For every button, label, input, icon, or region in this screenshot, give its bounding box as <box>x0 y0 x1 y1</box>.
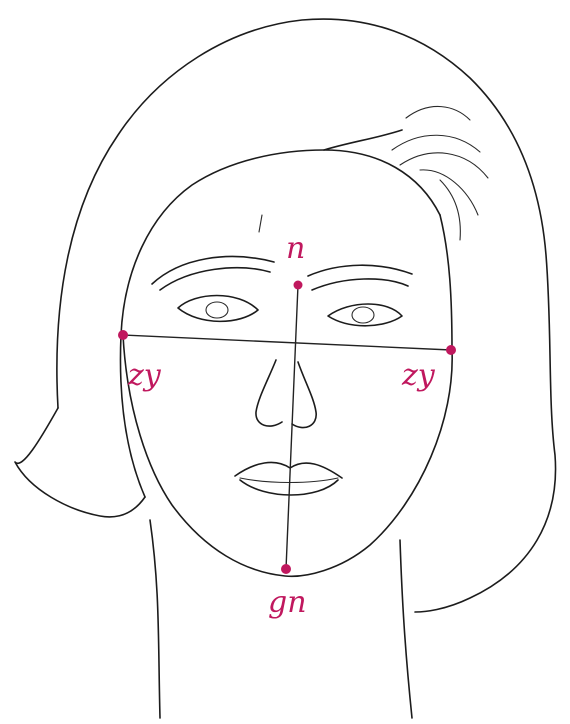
neck-left <box>150 520 160 718</box>
hair-strand-3 <box>406 106 470 120</box>
mouth <box>235 462 342 495</box>
landmark-labels: n zy zy gn <box>127 231 436 620</box>
hair-inner-left <box>120 150 440 497</box>
landmark-zy-right-label: zy <box>401 358 436 393</box>
landmark-zy-left-point <box>118 330 128 340</box>
hair-fringe <box>324 130 402 150</box>
landmark-zy-left-label: zy <box>127 358 162 393</box>
hair-strand-4 <box>420 170 478 215</box>
landmark-n-point <box>294 281 303 290</box>
hair <box>15 19 556 612</box>
eyebrows <box>152 257 412 290</box>
hair-outline <box>57 19 556 612</box>
left-iris <box>206 302 228 318</box>
right-eyebrow <box>308 265 412 276</box>
eyes <box>178 296 402 326</box>
neck-right <box>400 540 412 718</box>
landmark-gn-label: gn <box>268 585 307 620</box>
upper-lip <box>235 462 342 478</box>
nose-right-side <box>292 362 316 428</box>
right-iris <box>352 307 374 323</box>
landmark-gn-point <box>281 564 291 574</box>
landmark-zy-right-point <box>446 345 456 355</box>
measurement-lines <box>123 285 451 569</box>
forehead-mark <box>259 215 262 232</box>
bizygomatic-line <box>123 335 451 350</box>
left-eyebrow-lower <box>160 268 270 290</box>
right-eyebrow-lower <box>312 279 408 290</box>
nose-left-side <box>256 360 282 426</box>
hair-strand-2 <box>400 153 488 178</box>
landmark-n-label: n <box>286 231 305 266</box>
hair-strand-1 <box>392 135 480 152</box>
nose <box>256 360 316 428</box>
